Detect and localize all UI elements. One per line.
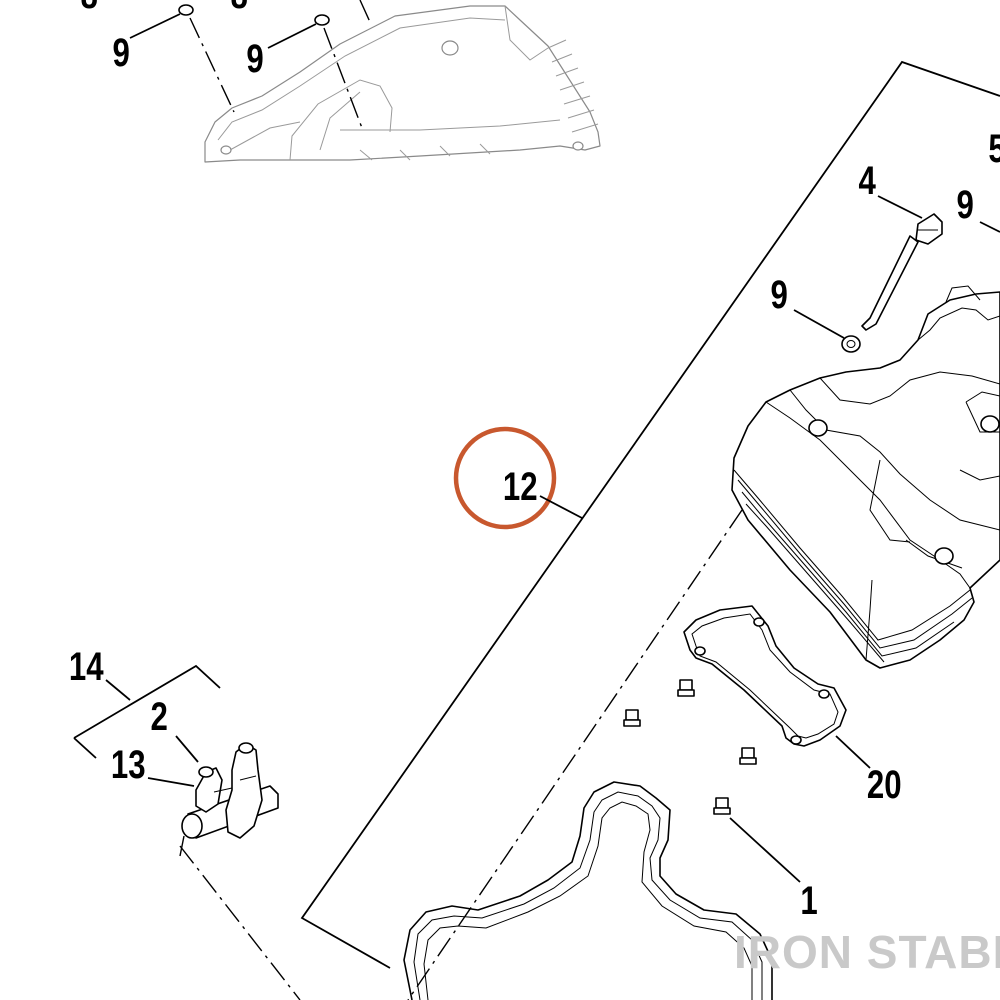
callout-1: 1 — [800, 878, 817, 923]
watermark-text: IRON STABLE — [734, 926, 1000, 978]
bolt-part-4 — [861, 213, 943, 331]
callout-2: 2 — [150, 694, 167, 739]
callout-5: 5 — [988, 126, 1000, 171]
callout-13: 13 — [111, 742, 146, 787]
highlight-ring — [453, 426, 557, 530]
callout-9-right: 9 — [956, 182, 973, 227]
callout-9-top-mid: 9 — [246, 36, 263, 81]
callout-8-top-mid: 8 — [230, 0, 247, 17]
callout-14: 14 — [69, 644, 104, 689]
bracket-14 — [73, 664, 221, 739]
callout-8-top-left: 8 — [80, 0, 97, 17]
washer-top-left — [178, 4, 194, 16]
small-bolts-part-1 — [623, 679, 757, 815]
washer-top-mid — [314, 14, 330, 26]
callout-9-washer: 9 — [770, 272, 787, 317]
small-gasket-part-20 — [683, 605, 847, 747]
callout-9-top-left: 9 — [112, 30, 129, 75]
large-gasket — [403, 781, 773, 1000]
assembly-bracket-12 — [300, 60, 1000, 969]
upper-cover-assembly — [204, 5, 601, 163]
rocker-arm-assembly — [181, 742, 279, 839]
callout-20: 20 — [867, 762, 902, 807]
washer-part-9 — [841, 335, 861, 353]
callout-4: 4 — [858, 158, 875, 203]
rocker-cover — [731, 285, 1000, 669]
callout-12: 12 — [503, 464, 538, 509]
